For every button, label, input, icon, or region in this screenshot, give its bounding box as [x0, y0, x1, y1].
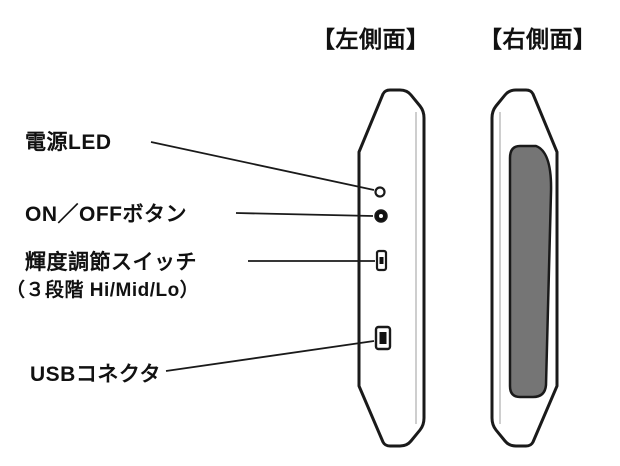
left-side-view-outline [357, 88, 426, 448]
leader-line-usb-connector [165, 340, 375, 372]
on-off-button-center [379, 214, 383, 218]
right-view-title: 【右側面】 [479, 26, 597, 52]
brightness-switch-label: 輝度調節スイッチ [25, 251, 197, 274]
brightness-switch-sublabel: （３段階 Hi/Mid/Lo） [6, 280, 200, 301]
leader-lines [150, 141, 375, 372]
on-off-button-label: ON／OFFボタン [25, 203, 187, 226]
leader-line-power-led [150, 141, 375, 191]
usb-connector-label: USBコネクタ [30, 363, 161, 386]
right-side-recess-panel [508, 144, 553, 399]
right-side-view [490, 88, 559, 448]
brightness-switch-knob [379, 257, 384, 264]
usb-connector-port [379, 332, 387, 344]
left-view-title: 【左側面】 [312, 26, 430, 52]
power-led-indicator [374, 186, 386, 198]
left-side-view [357, 88, 426, 448]
leader-line-on-off-button [235, 212, 374, 217]
power-led-label: 電源LED [25, 131, 112, 154]
